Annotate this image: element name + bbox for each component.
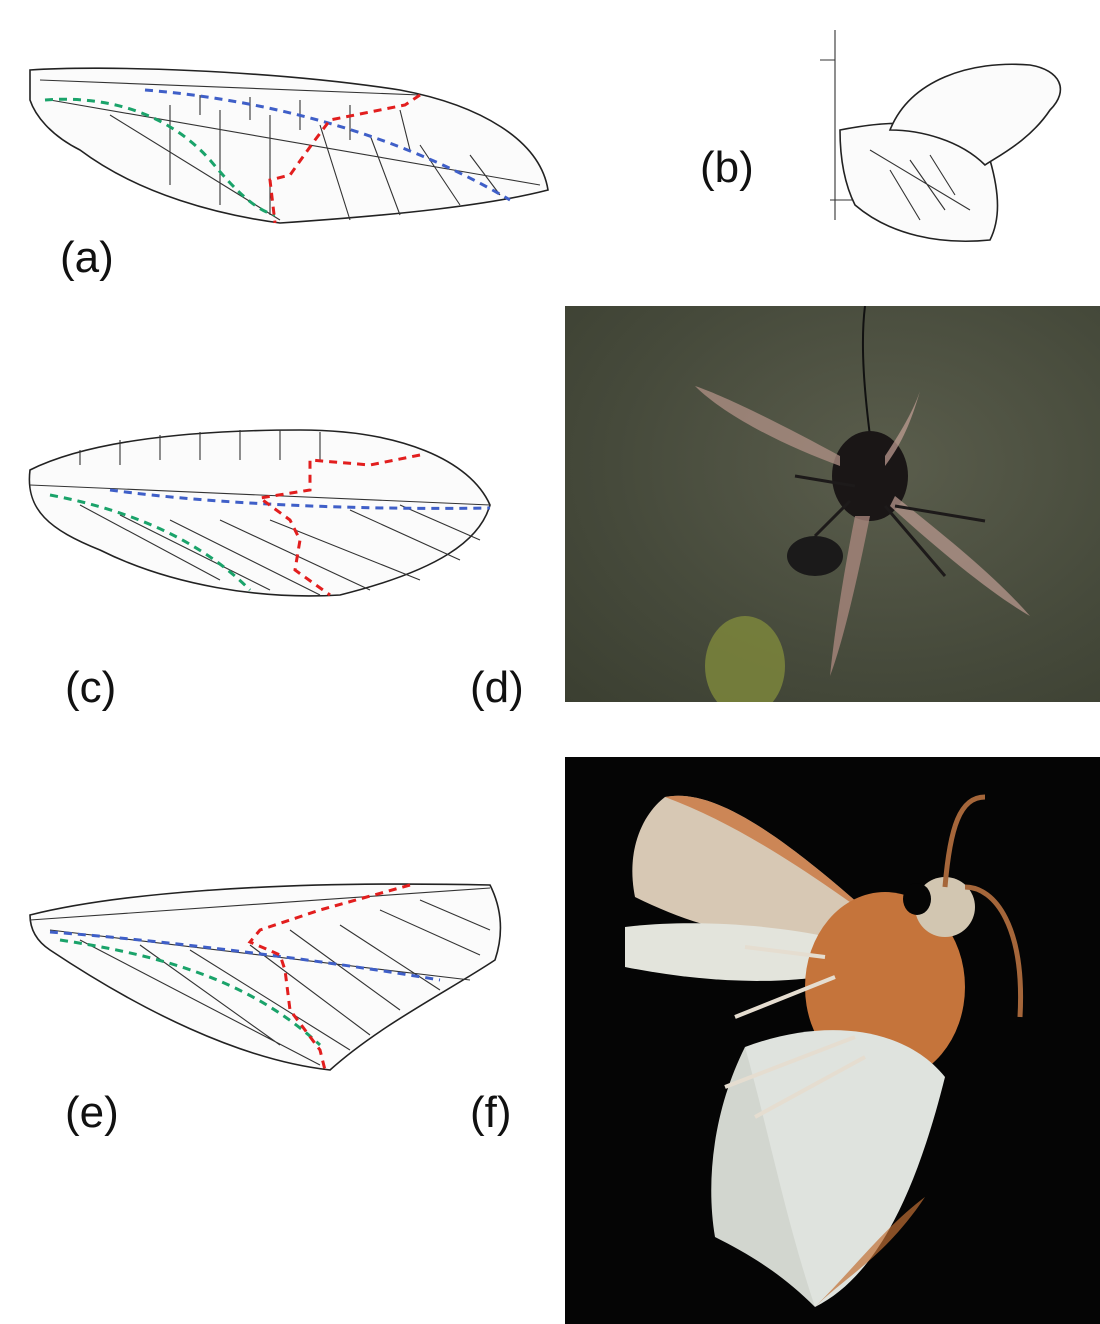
- wing-c-svg: [20, 420, 500, 620]
- wing-a-svg: [20, 55, 560, 235]
- panel-d-photo: [565, 306, 1100, 702]
- moth-eye: [903, 883, 931, 915]
- antenna-line: [863, 306, 870, 436]
- panel-c-wing-drawing: [20, 420, 500, 620]
- lower-right-wing: [890, 496, 1030, 616]
- moth-f-svg: [565, 757, 1100, 1324]
- wing-e-svg: [20, 870, 510, 1080]
- panel-e-label: (e): [55, 1085, 129, 1141]
- wing-b-svg: [770, 20, 1080, 260]
- panel-f-photo: [565, 757, 1100, 1324]
- panel-b-wing-drawing: [770, 20, 1080, 260]
- panel-e-wing-drawing: [20, 870, 510, 1080]
- insect-d-svg: [565, 306, 1100, 702]
- upper-left-wing: [695, 386, 840, 466]
- wing-a-outline: [30, 68, 548, 223]
- panel-b-label: (b): [690, 140, 764, 196]
- insect-abdomen: [787, 536, 843, 576]
- panel-d-label: (d): [460, 660, 534, 716]
- panel-c-label: (c): [55, 660, 126, 716]
- lower-left-wing: [830, 516, 870, 676]
- panel-a-label: (a): [50, 230, 124, 286]
- plant-bud: [705, 616, 785, 702]
- panel-f-label: (f): [460, 1085, 522, 1141]
- panel-a-wing-drawing: [20, 55, 560, 235]
- wing-c-outline: [29, 430, 490, 596]
